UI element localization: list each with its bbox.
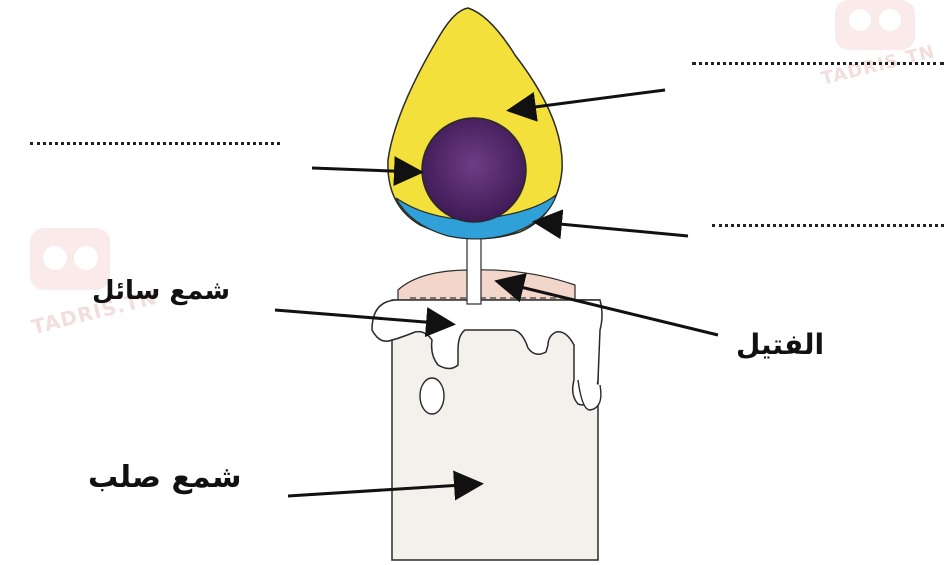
flame-inner-zone [422,118,526,222]
answer-blank-base-zone[interactable] [712,224,944,227]
wax-drop [420,378,444,414]
wick [467,232,481,304]
answer-blank-inner-zone[interactable] [30,142,280,145]
candle-body [392,300,598,560]
watermark-logo-right [835,0,915,50]
label-liquid-wax: شمع سائل [92,276,230,306]
wax-pool [398,270,575,300]
label-solid-wax: شمع صلب [88,460,242,495]
arrow-base-zone [538,222,688,236]
label-wick: الفتيل [736,328,824,361]
answer-blank-outer-zone[interactable] [692,62,944,65]
